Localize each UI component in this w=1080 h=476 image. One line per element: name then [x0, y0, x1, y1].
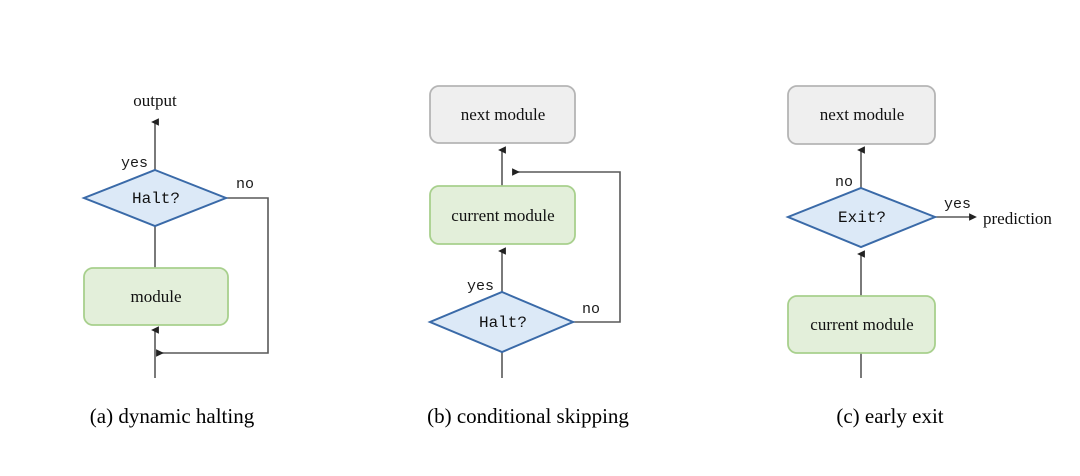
node-b-decision-label: Halt?: [479, 314, 527, 332]
node-c-current-module: [787, 295, 936, 354]
node-b-next-module: [429, 85, 576, 144]
edge-b-no-skip: [512, 168, 621, 323]
label-c-no: no: [835, 174, 853, 191]
label-a-no: no: [236, 176, 254, 193]
panel-c: next module Exit? current module no yes …: [785, 85, 1052, 428]
node-c-next-module-label: next module: [820, 105, 905, 124]
label-a-yes: yes: [121, 155, 148, 172]
node-a-module-label: module: [131, 287, 182, 306]
node-c-decision: [785, 186, 938, 249]
caption-b: (b) conditional skipping: [427, 404, 629, 428]
node-c-next-module: [787, 85, 936, 145]
node-b-decision: [427, 290, 576, 354]
node-b-current-module: [429, 185, 576, 245]
node-c-current-module-label: current module: [810, 315, 913, 334]
node-c-decision-label: Exit?: [838, 209, 886, 227]
node-a-decision-label: Halt?: [132, 190, 180, 208]
node-a-module: [83, 267, 229, 326]
edge-a-no-feedback: [156, 197, 269, 357]
caption-c: (c) early exit: [836, 404, 943, 428]
panel-b: next module current module Halt? yes no …: [427, 85, 629, 428]
panel-a: module Halt? output yes no (a) dynamic h…: [81, 91, 269, 428]
label-b-yes: yes: [467, 278, 494, 295]
node-b-current-module-label: current module: [451, 206, 554, 225]
node-b-next-module-label: next module: [461, 105, 546, 124]
caption-a: (a) dynamic halting: [90, 404, 255, 428]
label-a-output: output: [133, 91, 177, 110]
node-a-decision: [81, 168, 229, 228]
label-c-prediction: prediction: [983, 209, 1052, 228]
label-b-no: no: [582, 301, 600, 318]
label-c-yes: yes: [944, 196, 971, 213]
